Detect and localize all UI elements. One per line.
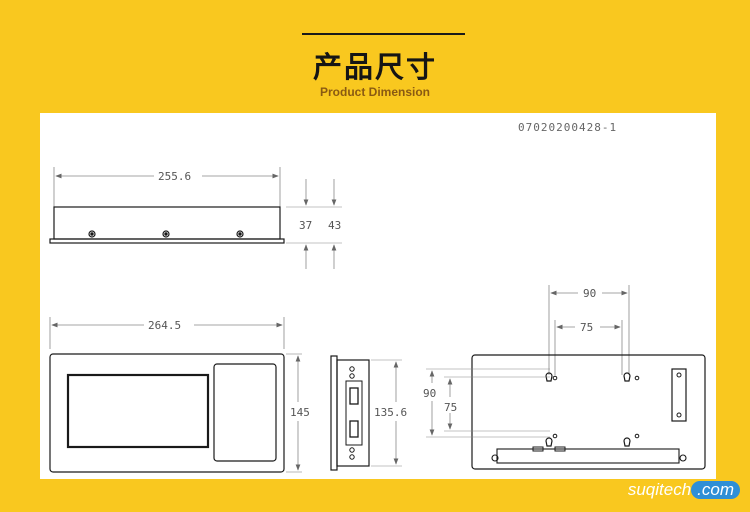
dim-rear-inner-vspan: 75 [444, 401, 457, 414]
dim-front-height: 145 [290, 406, 310, 419]
watermark-logo: suqitech .com [628, 481, 740, 499]
dim-rear-outer-span: 90 [583, 287, 596, 300]
page-subtitle: Product Dimension [319, 85, 430, 99]
side-view [330, 355, 402, 471]
dim-top-width: 255.6 [158, 170, 191, 183]
dim-rear-inner-span: 75 [580, 321, 593, 334]
technical-drawing: 07020200428-1 255.6 37 43 [49, 121, 706, 473]
page-title: 产品尺寸 [312, 50, 437, 84]
dim-side-height: 135.6 [374, 406, 407, 419]
dim-front-width: 264.5 [148, 319, 181, 332]
dim-rear-outer-vspan: 90 [423, 387, 436, 400]
dim-top-height-a: 37 [299, 219, 312, 232]
rear-view [426, 285, 706, 470]
watermark-badge: .com [691, 481, 740, 499]
dim-top-height-b: 43 [328, 219, 341, 232]
front-view [49, 317, 302, 473]
top-rule [302, 33, 465, 35]
doc-number: 07020200428-1 [518, 121, 617, 134]
drawing-sheet: 07020200428-1 255.6 37 43 [40, 113, 716, 479]
watermark-text: suqitech [627, 480, 692, 499]
top-view [49, 167, 342, 269]
